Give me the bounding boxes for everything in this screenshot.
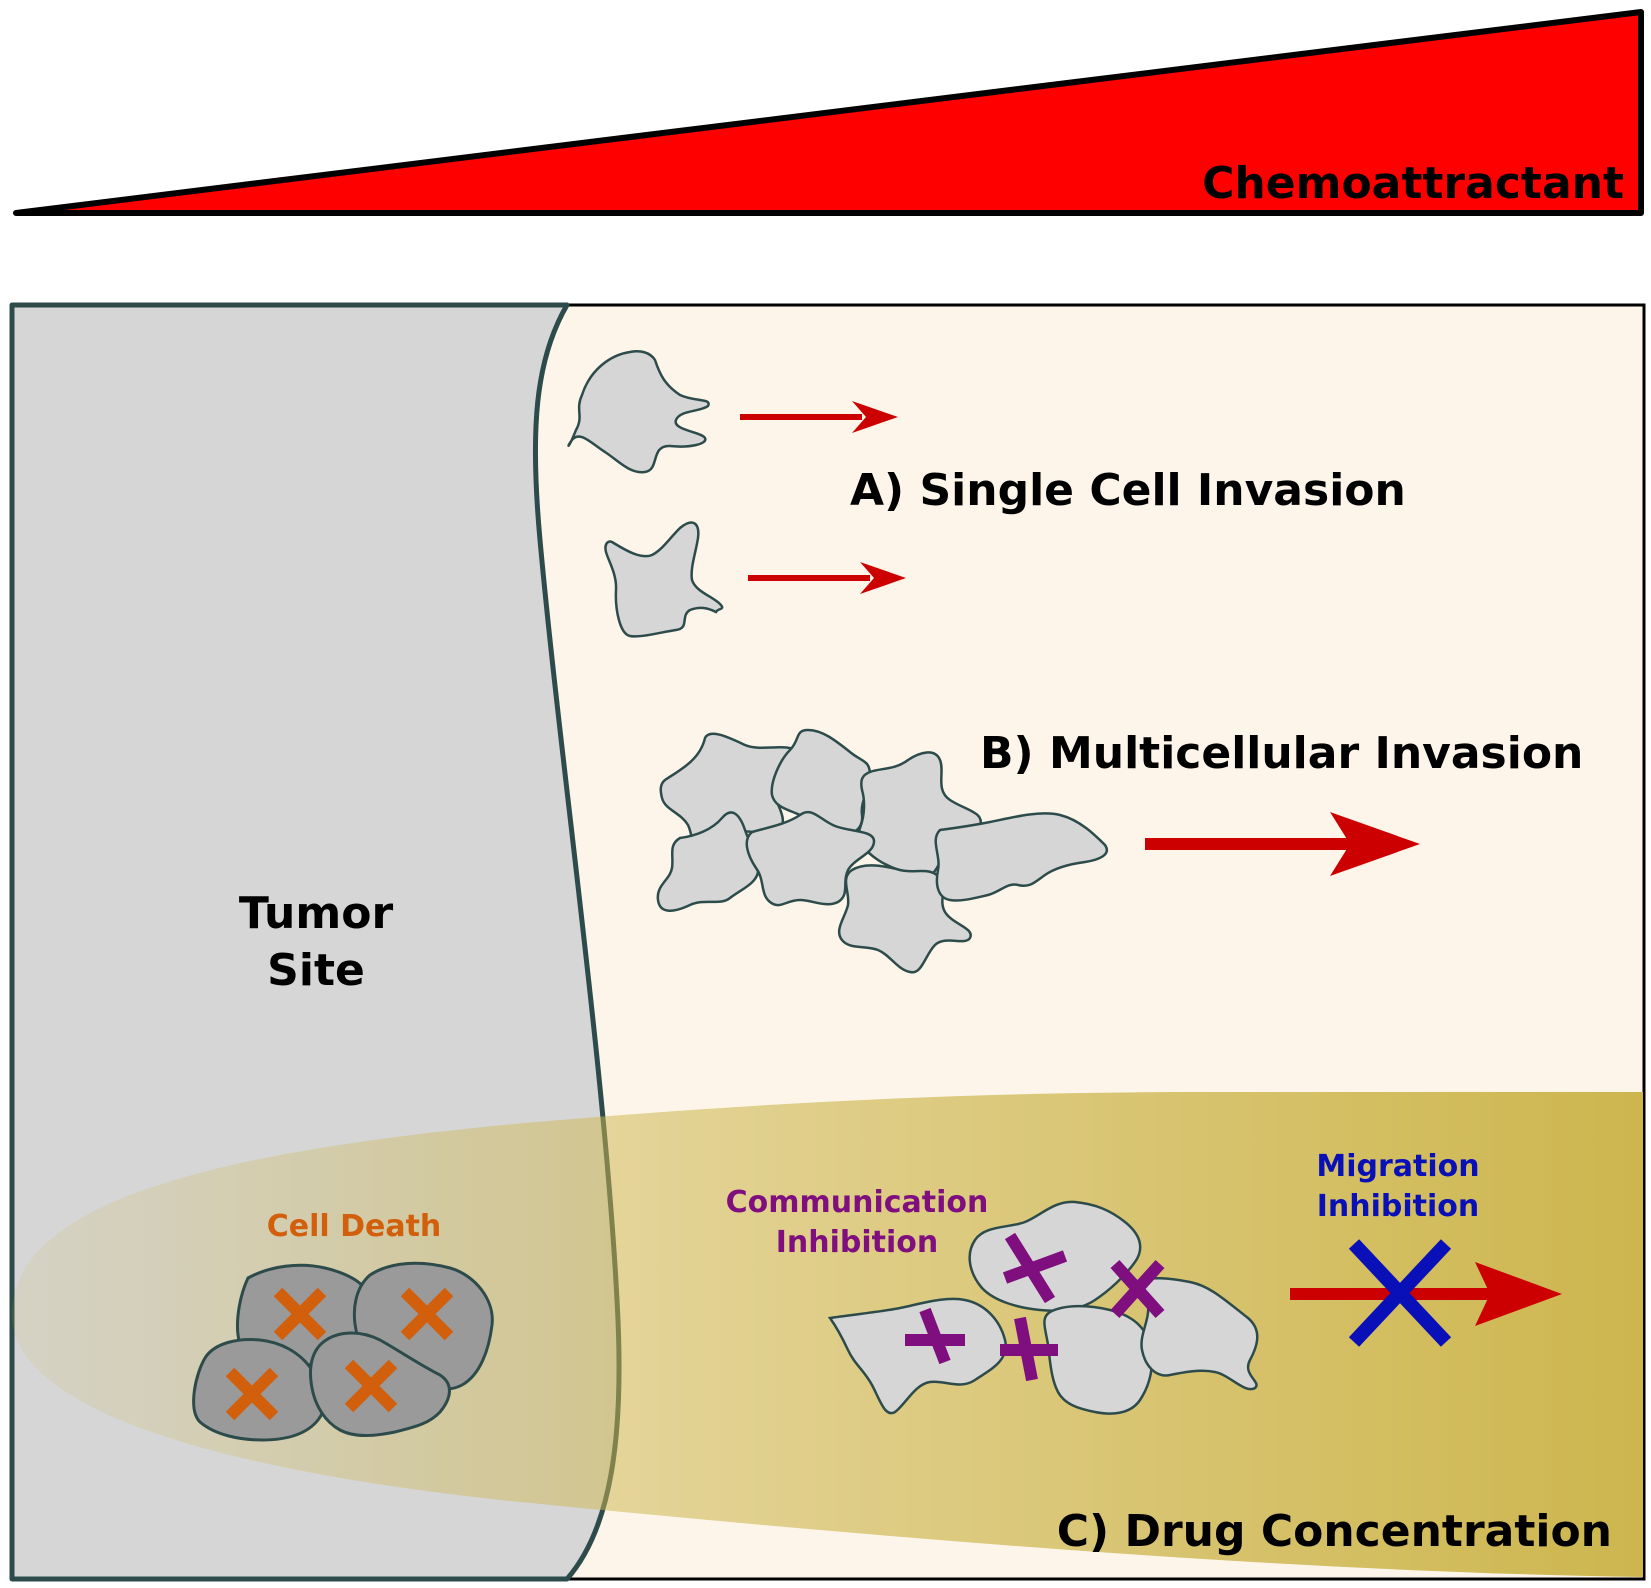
single-cell-arrow-2-head <box>860 562 906 594</box>
cell-death-x-icon <box>273 1287 327 1341</box>
single-cell-arrow-1-head <box>852 401 898 433</box>
cluster-cell-5 <box>745 810 876 907</box>
inhibited-cell-3 <box>1043 1304 1154 1415</box>
tumor-site-label-line1: Tumor <box>239 888 394 939</box>
single-cell-invasion-label: A) Single Cell Invasion <box>850 465 1406 516</box>
communication-inhibition-cross-icon <box>1002 1232 1068 1304</box>
cell-death-x-icon <box>344 1359 398 1413</box>
cell-death-x-icon <box>400 1287 454 1341</box>
migration-blocked-x-icon <box>1348 1239 1452 1347</box>
communication-inhibition-markers <box>905 1232 1165 1382</box>
single-cell-1 <box>567 350 710 474</box>
communication-inhibition-cross-icon <box>1000 1316 1058 1382</box>
inhibited-cell-2 <box>827 1297 1008 1415</box>
chemoattractant-label: Chemoattractant <box>1202 158 1624 209</box>
single-cell-2 <box>604 521 724 638</box>
cluster-cell-6 <box>837 864 972 974</box>
migration-inhibition-label-line1: Migration <box>1316 1149 1479 1184</box>
communication-inhibition-label-line1: Communication <box>726 1185 989 1220</box>
communication-inhibition-label-line2: Inhibition <box>776 1225 939 1260</box>
cell-death-label: Cell Death <box>267 1209 442 1244</box>
inhibited-cell-4 <box>1132 1277 1259 1391</box>
chemoattractant-gradient-wedge <box>13 9 1644 216</box>
drug-concentration-region <box>12 1092 1643 1577</box>
cell-death-x-icon <box>225 1367 279 1421</box>
cell-death-markers <box>225 1287 454 1421</box>
communication-inhibition-cross-icon <box>905 1307 965 1365</box>
cluster-cell-4 <box>656 811 760 912</box>
cluster-cell-7 <box>934 812 1108 902</box>
migration-inhibition-label-line2: Inhibition <box>1317 1189 1480 1224</box>
tumor-site-label-line2: Site <box>267 945 365 996</box>
multicellular-invasion-label: B) Multicellular Invasion <box>980 728 1583 779</box>
communication-inhibition-cross-icon <box>1110 1259 1165 1319</box>
multicellular-arrow-head <box>1330 812 1420 876</box>
cluster-cell-2 <box>770 728 872 835</box>
multicellular-cluster <box>656 728 1108 974</box>
migration-arrow-head <box>1475 1262 1562 1326</box>
drug-concentration-label: C) Drug Concentration <box>1057 1506 1612 1557</box>
